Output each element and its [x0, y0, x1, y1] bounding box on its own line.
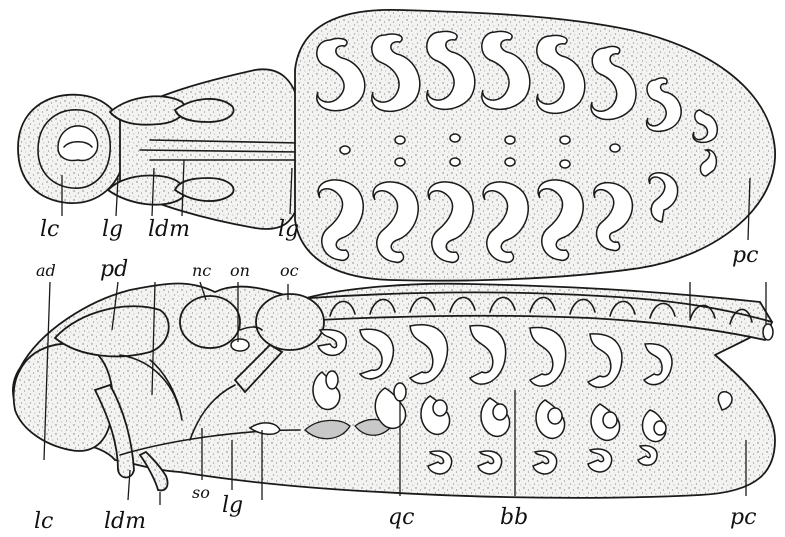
lower-specimen: ad pd nc on oc lc ldm so lg qc bb pc: [13, 257, 775, 534]
lower-pd-lobe: [55, 306, 169, 356]
label-lower-pd: pd: [100, 257, 128, 282]
label-upper-lg-right: lg: [278, 217, 299, 242]
label-lower-qc: qc: [388, 505, 414, 530]
label-lower-nc: nc: [192, 261, 211, 280]
label-lower-on: on: [230, 261, 250, 280]
upper-specimen: lc lg ldm lg pc: [18, 10, 775, 281]
label-upper-pc: pc: [732, 243, 758, 268]
label-upper-ldm: ldm: [148, 217, 190, 242]
lower-nc: [180, 296, 240, 348]
label-upper-lc: lc: [40, 217, 59, 242]
label-upper-lg-left: lg: [102, 217, 123, 242]
upper-mouth: [58, 126, 98, 161]
label-lower-oc: oc: [280, 261, 299, 280]
upper-abdomen: [295, 10, 775, 281]
lower-oc: [256, 294, 324, 350]
label-lower-lg: lg: [222, 493, 243, 518]
label-lower-bb: bb: [500, 505, 528, 530]
label-lower-ad: ad: [36, 261, 56, 280]
label-lower-pc: pc: [730, 505, 756, 530]
label-lower-so: so: [192, 483, 210, 502]
label-lower-lc: lc: [34, 509, 53, 534]
label-lower-ldm: ldm: [104, 509, 146, 534]
